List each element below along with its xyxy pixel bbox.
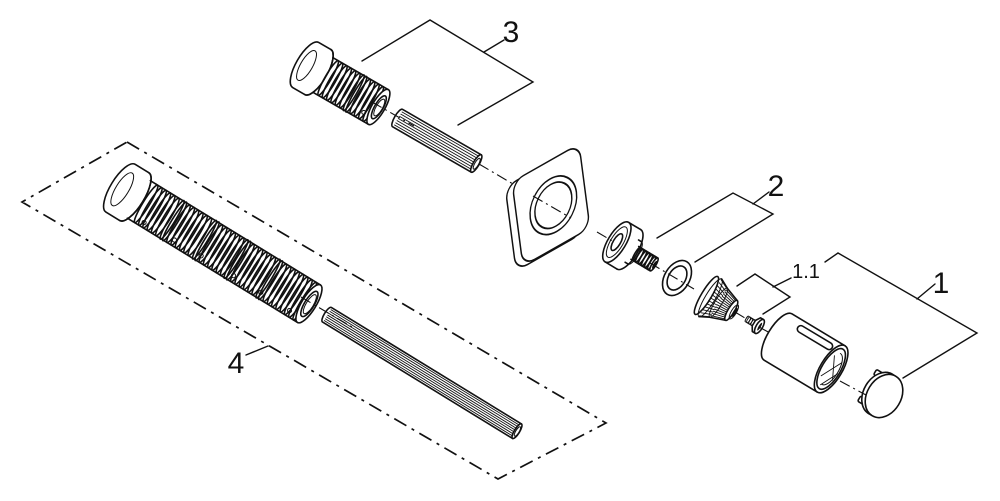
part-mounting-knob bbox=[601, 221, 659, 272]
callout-4-label: 4 bbox=[228, 347, 245, 380]
part-short-spline-shaft bbox=[391, 108, 483, 174]
part-washer bbox=[661, 259, 693, 297]
callout-2-label: 2 bbox=[768, 170, 785, 203]
callout-1-1-bracket bbox=[736, 273, 792, 315]
callout-2-leader bbox=[752, 191, 770, 205]
callout-3-bracket bbox=[361, 19, 535, 126]
part4-assembly-boundary bbox=[20, 141, 608, 480]
part-cartridge-adapter bbox=[693, 275, 740, 322]
part-end-cap bbox=[857, 369, 904, 419]
centerlines bbox=[300, 101, 867, 396]
callout-1-1-label: 1.1 bbox=[792, 261, 820, 283]
part-long-spline-shaft bbox=[321, 306, 523, 440]
callout-1-bracket bbox=[824, 252, 979, 379]
callout-1-leader bbox=[916, 283, 936, 300]
callout-1-label: 1 bbox=[933, 267, 950, 300]
callout-4-leader bbox=[245, 345, 269, 356]
part-screw bbox=[744, 315, 766, 335]
part-handle-sleeve bbox=[760, 312, 849, 394]
part-escutcheon-plate bbox=[506, 148, 590, 267]
part-short-extension bbox=[289, 41, 483, 174]
part-long-extension bbox=[102, 163, 523, 440]
sleeve-slot bbox=[796, 324, 834, 351]
callout-1-1-leader bbox=[772, 277, 792, 288]
callout-3-label: 3 bbox=[503, 16, 520, 49]
callout-leaders bbox=[245, 19, 979, 379]
callout-2-bracket bbox=[656, 192, 775, 263]
part4-thread-rings bbox=[130, 182, 320, 323]
callout-3-leader bbox=[483, 39, 505, 53]
